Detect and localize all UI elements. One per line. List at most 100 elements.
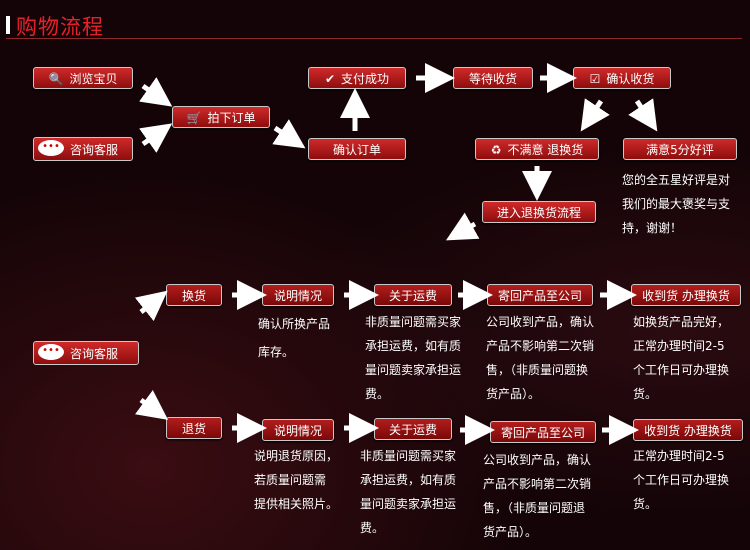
desc-line: 货产品）。 [486,387,541,401]
arrow [139,77,173,107]
desc-line: 若质量问题需 [254,473,327,487]
cart-icon: 🛒 [186,111,202,125]
refund-process-button[interactable]: 收到货 办理换货 [633,419,743,441]
praise-line: 持，谢谢！ [622,221,683,235]
checkbox-icon: ☑ [589,72,601,86]
desc-line: 承担运费，如有质 [365,339,462,353]
desc-line: 说明退货原因， [254,449,339,463]
enter-return-label: 进入退换货流程 [496,206,581,220]
chat-bubble-icon: ••• [38,344,64,360]
desc-line: 提供相关照片。 [254,497,339,511]
desc-line: 售，（非质量问题换 [486,363,589,377]
refund-explain-button[interactable]: 说明情况 [262,419,334,441]
browse-label: 浏览宝贝 [69,72,118,86]
pay-success-label: 支付成功 [341,72,390,86]
exchange-send-back-text: 公司收到产品，确认 产品不影响第二次销 售，（非质量问题换 货产品）。 [486,310,594,406]
desc-line: 个工作日可办理换 [633,363,730,377]
desc-line: 货。 [633,497,658,511]
desc-line: 承担运费，如有质 [360,473,457,487]
refund-explain-text: 说明退货原因， 若质量问题需 提供相关照片。 [254,444,338,516]
check-icon: ✔ [324,72,336,86]
exchange-send-back-button[interactable]: 寄回产品至公司 [487,284,593,306]
desc-line: 正常办理时间2-5 [633,449,725,463]
title-mark [6,16,10,34]
desc-line: 售，（非质量问题退 [483,501,586,515]
desc-line: 如换货产品完好， [633,315,730,329]
place-order-button[interactable]: 🛒 拍下订单 [172,106,270,128]
exchange-process-label: 收到货 办理换货 [642,289,730,303]
desc-line: 量问题卖家承担运 [360,497,457,511]
refund-explain-label: 说明情况 [273,424,322,438]
desc-line: 货产品）。 [483,525,538,539]
desc-line: 产品不影响第二次销 [483,477,592,491]
exchange-process-text: 如换货产品完好， 正常办理时间2-5 个工作日可办理换 货。 [633,310,729,406]
exchange-explain-label: 说明情况 [273,289,322,303]
exchange-process-button[interactable]: 收到货 办理换货 [631,284,741,306]
arrow [272,119,306,149]
desc-line: 货。 [633,387,658,401]
desc-line: 正常办理时间2-5 [633,339,725,353]
page-title: 购物流程 [16,15,104,39]
satisfied-label: 满意5分好评 [646,143,714,157]
exchange-shipping-label: 关于运费 [388,289,437,303]
browse-button[interactable]: 🔍 浏览宝贝 [33,67,133,89]
desc-line: 量问题卖家承担运 [365,363,462,377]
satisfied-button[interactable]: 满意5分好评 [623,138,737,160]
refund-shipping-label: 关于运费 [388,423,437,437]
consult-button-top[interactable]: ••• 咨询客服 [33,137,133,161]
arrow [139,123,173,153]
title-bar: 购物流程 [6,10,742,39]
refund-shipping-button[interactable]: 关于运费 [374,418,452,440]
arrow [135,390,169,420]
arrow [134,290,168,322]
unsatisfied-label: 不满意 退换货 [507,143,584,157]
arrow [580,98,610,132]
confirm-receipt-button[interactable]: ☑ 确认收货 [573,67,671,89]
exchange-send-back-label: 寄回产品至公司 [497,289,582,303]
desc-line: 费。 [365,387,390,401]
exchange-explain-button[interactable]: 说明情况 [262,284,334,306]
refund-button[interactable]: 退货 [166,417,222,439]
refund-send-back-label: 寄回产品至公司 [500,426,585,440]
refund-process-text: 正常办理时间2-5 个工作日可办理换 货。 [633,444,729,516]
arrow [445,212,480,241]
praise-text: 您的全五星好评是对 我们的最大褒奖与支 持，谢谢！ [622,168,730,240]
desc-line: 产品不影响第二次销 [486,339,595,353]
confirm-order-button[interactable]: 确认订单 [308,138,406,160]
consult-label: 咨询客服 [70,143,119,157]
desc-line: 库存。 [258,345,295,359]
wait-ship-button[interactable]: 等待收货 [453,67,533,89]
place-order-label: 拍下订单 [207,111,256,125]
desc-line: 个工作日可办理换 [633,473,730,487]
desc-line: 非质量问题需买家 [365,315,462,329]
desc-line: 确认所换产品 [258,317,331,331]
refund-send-back-text: 公司收到产品，确认 产品不影响第二次销 售，（非质量问题退 货产品）。 [483,448,591,544]
chat-bubble-icon: ••• [38,140,64,156]
enter-return-button[interactable]: 进入退换货流程 [482,201,596,223]
recycle-icon: ♻ [490,143,502,157]
refund-shipping-text: 非质量问题需买家 承担运费，如有质 量问题卖家承担运 费。 [360,444,456,540]
arrow [628,98,658,132]
exchange-shipping-button[interactable]: 关于运费 [374,284,452,306]
refund-process-label: 收到货 办理换货 [644,424,732,438]
desc-line: 公司收到产品，确认 [486,315,595,329]
praise-line: 您的全五星好评是对 [622,173,731,187]
exchange-explain-text: 确认所换产品 库存。 [258,310,330,366]
confirm-order-label: 确认订单 [332,143,381,157]
consult-button-bottom[interactable]: ••• 咨询客服 [33,341,139,365]
confirm-receipt-label: 确认收货 [606,72,655,86]
praise-line: 我们的最大褒奖与支 [622,197,731,211]
unsatisfied-button[interactable]: ♻ 不满意 退换货 [475,138,599,160]
pay-success-button[interactable]: ✔ 支付成功 [308,67,406,89]
consult-label: 咨询客服 [70,347,119,361]
wait-ship-label: 等待收货 [468,72,517,86]
desc-line: 费。 [360,521,385,535]
desc-line: 公司收到产品，确认 [483,453,592,467]
search-icon: 🔍 [48,72,64,86]
exchange-button[interactable]: 换货 [166,284,222,306]
exchange-label: 换货 [181,289,206,303]
desc-line: 非质量问题需买家 [360,449,457,463]
refund-send-back-button[interactable]: 寄回产品至公司 [490,421,596,443]
refund-label: 退货 [181,422,206,436]
exchange-shipping-text: 非质量问题需买家 承担运费，如有质 量问题卖家承担运 费。 [365,310,461,406]
